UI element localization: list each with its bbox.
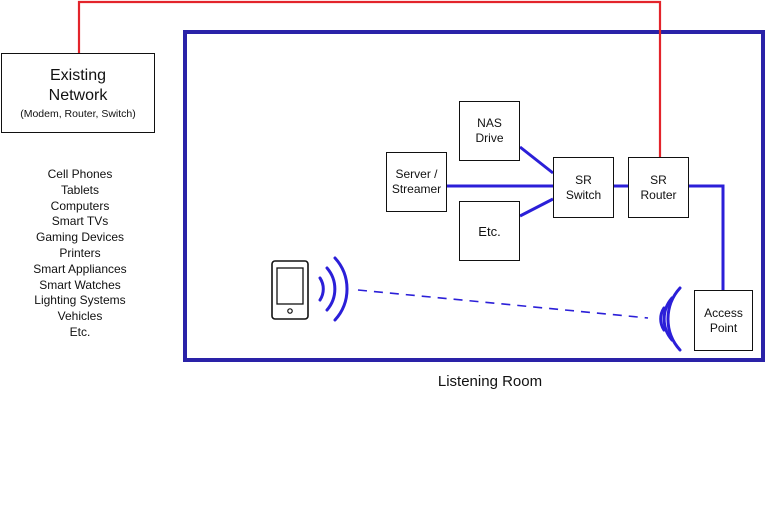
router-to-access-point-link — [689, 184, 725, 290]
etc-to-switch-link — [519, 197, 554, 218]
wireless-link — [357, 289, 649, 319]
device-list-item: Etc. — [69, 324, 91, 339]
switch-label-line1: SR — [575, 172, 592, 187]
etc-box: Etc. — [459, 201, 520, 261]
device-list-item: Vehicles — [57, 309, 103, 324]
etc-label: Etc. — [478, 223, 501, 239]
access-point-box: Access Point — [694, 290, 753, 351]
device-list-item: Computers — [50, 198, 110, 213]
existing-network-box: Existing Network (Modem, Router, Switch) — [1, 53, 155, 133]
device-list-item: Smart Watches — [39, 277, 121, 292]
sr-router-box: SR Router — [628, 157, 689, 218]
switch-label-line2: Switch — [565, 187, 602, 202]
router-label-line2: Router — [640, 187, 677, 202]
listening-room-outline — [183, 30, 765, 362]
device-list-item: Cell Phones — [47, 167, 113, 181]
sr-switch-box: SR Switch — [553, 157, 614, 218]
internet-link-line — [77, 0, 662, 157]
device-list-item: Smart Appliances — [33, 261, 127, 276]
access-point-wifi-waves-icon — [659, 286, 682, 352]
access-point-label-line1: Access — [704, 305, 743, 320]
device-list-item: Smart TVs — [51, 214, 109, 229]
router-label-line1: SR — [650, 172, 667, 187]
existing-network-subtitle: (Modem, Router, Switch) — [20, 107, 136, 120]
nas-drive-label-line1: NAS — [477, 116, 502, 130]
device-list-item: Gaming Devices — [35, 230, 125, 245]
server-streamer-box: Server / Streamer — [386, 152, 447, 212]
tablet-icon — [271, 260, 309, 320]
access-point-label-line2: Point — [709, 320, 738, 335]
nas-drive-box: NAS Drive — [459, 101, 520, 161]
device-list: Cell Phones Tablets Computers Smart TVs … — [10, 167, 150, 341]
existing-network-title-line2: Network — [48, 86, 108, 104]
nas-to-switch-link — [519, 145, 554, 175]
device-list-item: Lighting Systems — [34, 293, 126, 308]
server-label-line2: Streamer — [391, 182, 442, 196]
nas-drive-label-line2: Drive — [475, 131, 504, 145]
device-list-item: Printers — [59, 245, 101, 260]
tablet-wifi-waves-icon — [318, 256, 349, 322]
server-label-line1: Server / — [395, 167, 438, 181]
existing-network-title-line1: Existing — [49, 66, 107, 84]
device-list-item: Tablets — [60, 182, 100, 197]
listening-room-label: Listening Room — [437, 373, 543, 390]
